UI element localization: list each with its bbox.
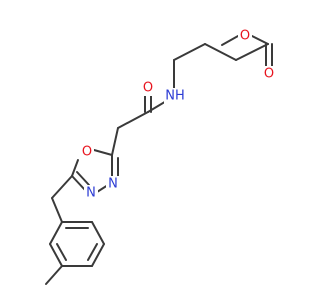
bond-ring-o-c2 [71, 159, 79, 177]
bonds [45, 35, 273, 285]
label-bg-o-amide [141, 80, 155, 96]
label-bg-o-ester [262, 66, 276, 82]
bond-ring-c2-n3-a [71, 175, 86, 191]
label-bg-n-ring-1 [84, 185, 98, 201]
bond-ester-c1 [235, 43, 269, 61]
molecule-diagram: O O NH O O N N [45, 28, 276, 285]
bond-phenyl-5 [49, 243, 63, 267]
bond-phenyl-methyl [45, 265, 63, 285]
bond-phenyl-3 [91, 243, 105, 267]
bond-phenyl-inner-3 [56, 243, 67, 261]
structure-svg: O O NH O O N N [45, 28, 276, 285]
bond-o-ester-carbon [251, 35, 269, 45]
bond-amide-chain-2 [111, 127, 119, 156]
atom-o-ether: O [240, 29, 250, 44]
bond-ring-c2-n3-b [76, 171, 90, 186]
bond-chain-1 [204, 43, 237, 61]
atom-o-ester-carbonyl: O [264, 67, 274, 82]
label-bg-o-ring [80, 144, 94, 160]
bond-amide-chain-1 [117, 111, 149, 129]
bond-chain-2 [173, 43, 206, 61]
atom-labels: O O NH O O N N [80, 28, 276, 201]
atom-n-ring-2: N [108, 177, 118, 192]
atom-o-amide-carbonyl: O [143, 81, 153, 96]
bond-ring-c5-o [93, 149, 113, 156]
atom-n-ring-1: N [86, 186, 96, 201]
atom-n-amide: NH [165, 89, 185, 104]
label-bg-o-ether [238, 28, 252, 44]
atom-o-ring: O [82, 145, 92, 160]
bond-ring-benzyl [51, 175, 73, 199]
bond-phenyl-inner-2 [87, 243, 98, 261]
bond-methyl-o [221, 35, 239, 46]
label-bg-n-ring-2 [106, 176, 120, 192]
bond-benzyl-phenyl [51, 197, 63, 223]
bond-phenyl-2 [91, 221, 105, 245]
bond-phenyl-6 [49, 221, 63, 245]
label-bg-nh [164, 88, 186, 104]
